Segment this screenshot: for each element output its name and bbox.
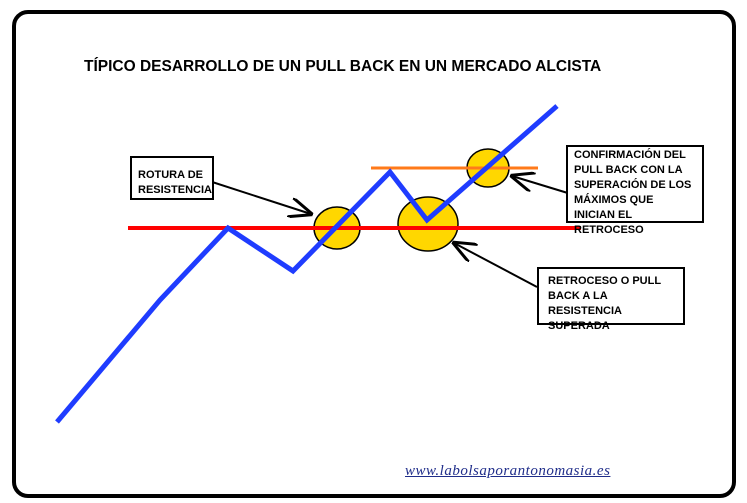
breakout-arrow <box>205 179 311 214</box>
pullback-arrow <box>454 243 538 288</box>
diagram-frame <box>12 10 736 498</box>
breakout-label: ROTURA DE RESISTENCIA <box>130 156 214 200</box>
confirmation-arrow <box>512 176 572 195</box>
price-line <box>55 104 559 424</box>
website-link[interactable]: www.labolsaporantonomasia.es <box>405 463 611 479</box>
pullback-highlight <box>397 196 459 252</box>
confirmation-label: CONFIRMACIÓN DEL PULL BACK CON LA SUPERA… <box>566 145 704 236</box>
diagram-title: TÍPICO DESARROLLO DE UN PULL BACK EN UN … <box>84 58 602 75</box>
pullback-label: RETROCESO O PULL BACK A LA RESISTENCIA S… <box>537 267 685 332</box>
